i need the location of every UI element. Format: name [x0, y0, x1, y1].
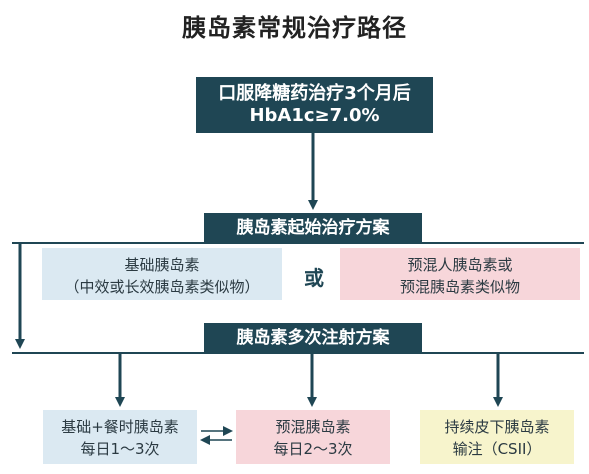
- basal-bolus-box: 基础+餐时胰岛素 每日1～3次: [43, 410, 197, 464]
- or-label: 或: [304, 266, 324, 290]
- premix-multi-line-2: 每日2～3次: [273, 440, 353, 458]
- page-title: 胰岛素常规治疗路径: [182, 14, 407, 42]
- basal-insulin-box: 基础胰岛素 （中效或长效胰岛素类似物）: [42, 248, 282, 300]
- premix-multi-box: 预混胰岛素 每日2～3次: [236, 410, 390, 464]
- start-line-1: 口服降糖药治疗3个月后: [218, 83, 411, 104]
- initial-therapy-header: 胰岛素起始治疗方案: [204, 213, 422, 243]
- premix-line-2: 预混胰岛素类似物: [399, 278, 520, 296]
- csii-line-2: 输注（CSII）: [452, 440, 542, 458]
- basal-bolus-line-1: 基础+餐时胰岛素: [61, 418, 179, 436]
- premix-insulin-box: 预混人胰岛素或 预混胰岛素类似物: [340, 248, 580, 300]
- basal-bolus-line-2: 每日1～3次: [80, 440, 160, 458]
- premix-line-1: 预混人胰岛素或: [407, 256, 513, 274]
- start-line-2: HbA1c≥7.0%: [249, 105, 380, 126]
- csii-line-1: 持续皮下胰岛素: [444, 418, 550, 436]
- start-condition-box: 口服降糖药治疗3个月后 HbA1c≥7.0%: [196, 77, 433, 133]
- basal-line-1: 基础胰岛素: [124, 256, 200, 274]
- premix-multi-line-1: 预混胰岛素: [275, 418, 351, 436]
- basal-line-2: （中效或长效胰岛素类似物）: [64, 278, 260, 296]
- multi-injection-header: 胰岛素多次注射方案: [204, 323, 422, 353]
- csii-box: 持续皮下胰岛素 输注（CSII）: [420, 410, 574, 464]
